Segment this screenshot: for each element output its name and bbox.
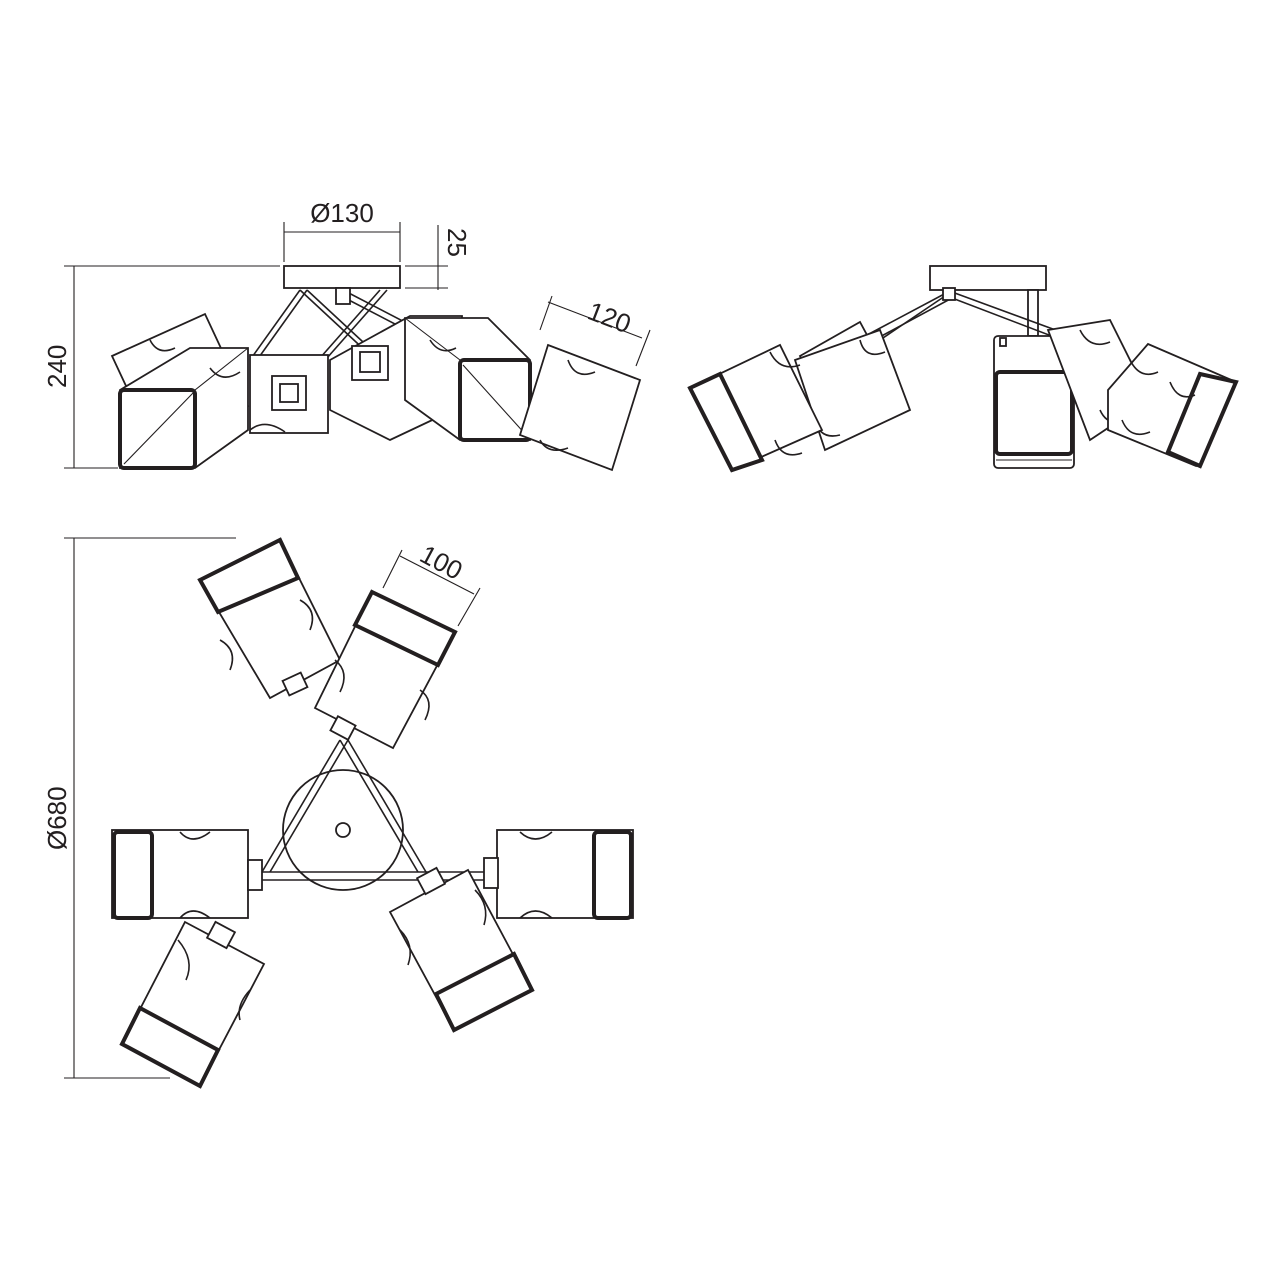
top-shade-right [483, 829, 634, 920]
dimension-overall-diameter: Ø680 [42, 537, 236, 1079]
side-shade-left-front [687, 343, 824, 473]
top-shade-lower-right [388, 866, 535, 1033]
top-shade-lower-left [119, 920, 266, 1089]
dimension-canopy-diameter: Ø130 [283, 198, 401, 262]
front-shade-left [118, 347, 249, 470]
canopy [283, 265, 401, 289]
dimension-total-height: 240 [42, 265, 280, 469]
side-shade-right-front [1107, 342, 1239, 469]
dimension-label-canopy-height: 25 [442, 228, 472, 257]
dimension-label-canopy-diameter: Ø130 [310, 198, 374, 228]
front-arms [249, 287, 421, 393]
side-shade-center [993, 335, 1075, 469]
dimension-label-total-height: 240 [42, 345, 72, 388]
front-view [110, 265, 642, 472]
top-shade-upper-right [313, 589, 458, 750]
side-view [687, 265, 1239, 473]
front-shade-far-right [518, 343, 642, 472]
top-shade-left [111, 829, 263, 920]
top-arms [261, 739, 500, 881]
front-shade-center [249, 354, 329, 434]
dimension-canopy-height: 25 [405, 225, 472, 290]
front-shade-right [404, 317, 532, 442]
side-canopy [929, 265, 1047, 291]
dimension-label-shade-width: 100 [415, 539, 467, 586]
top-shade-upper-left [197, 537, 342, 700]
dimension-label-overall-diameter: Ø680 [42, 786, 72, 850]
top-view [111, 537, 634, 1089]
